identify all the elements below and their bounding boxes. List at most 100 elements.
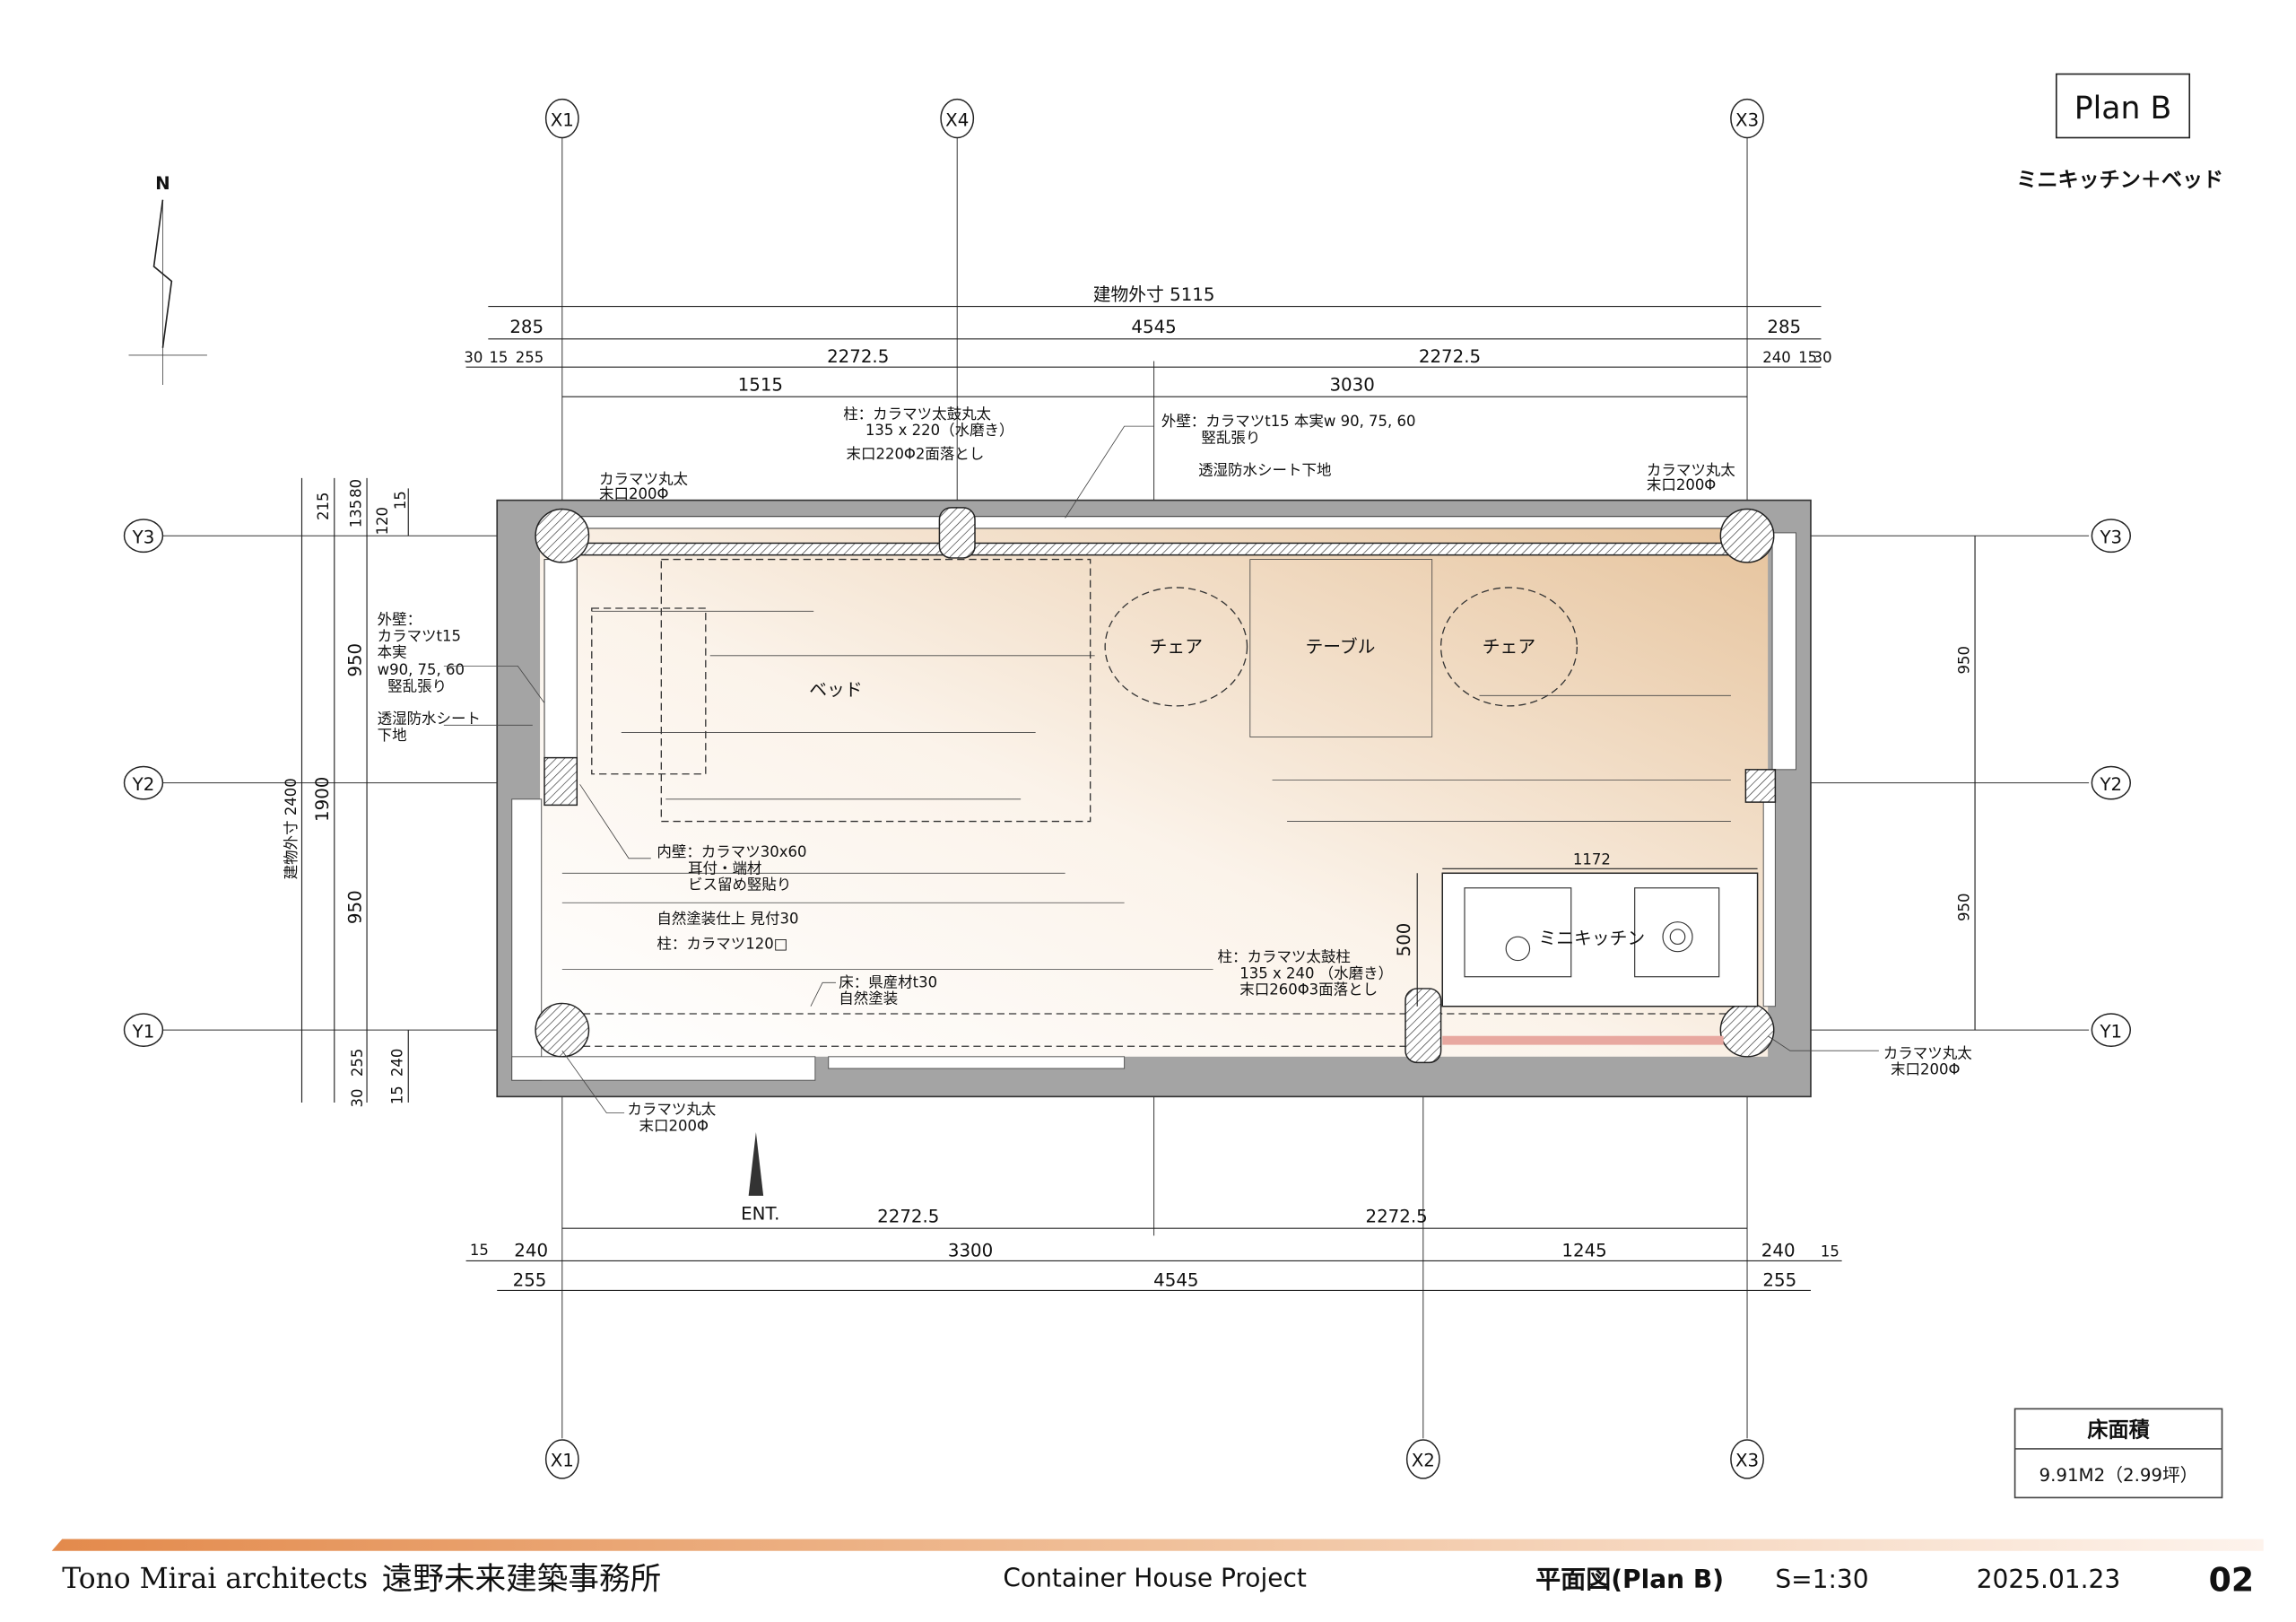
svg-text:遠野未来建築事務所: 遠野未来建築事務所 <box>382 1562 662 1598</box>
footer: Tono Mirai architects 遠野未来建築事務所 Containe… <box>62 1560 2254 1599</box>
svg-text:Y3: Y3 <box>132 527 155 547</box>
svg-text:3300: 3300 <box>948 1240 993 1260</box>
grid-bubble-x1-bottom: X1 <box>544 1439 579 1479</box>
svg-text:外壁：: 外壁： <box>378 611 422 628</box>
log-column-bl <box>535 1002 590 1058</box>
grid-bubble-x1-top: X1 <box>544 98 579 139</box>
grid-bubble-x3-bottom: X3 <box>1730 1439 1764 1479</box>
svg-text:外壁：カラマツt15 本実w 90, 75, 60: 外壁：カラマツt15 本実w 90, 75, 60 <box>1161 413 1416 430</box>
svg-text:15: 15 <box>389 1086 406 1104</box>
svg-text:ENT.: ENT. <box>741 1203 779 1224</box>
dimensions-kitchen: 1172 500 <box>1394 850 1758 1007</box>
svg-text:30: 30 <box>349 1089 366 1108</box>
note-inner-wall: 内壁：カラマツ30x60 耳付・端材 ビス留め竪貼り <box>579 784 806 893</box>
north-arrow-icon: N <box>128 173 207 385</box>
svg-text:Y1: Y1 <box>2099 1021 2122 1042</box>
svg-text:竪乱張り: 竪乱張り <box>387 677 447 694</box>
dimensions-bottom: 2272.5 2272.5 15 240 3300 1245 240 15 25… <box>465 1207 1842 1292</box>
chair-right: チェア <box>1439 587 1578 707</box>
svg-text:カラマツ丸太: カラマツ丸太 <box>1883 1044 1972 1061</box>
svg-text:ミニキッチン: ミニキッチン <box>1538 928 1645 948</box>
svg-text:X4: X4 <box>945 109 969 130</box>
svg-text:135: 135 <box>347 500 364 528</box>
svg-text:床面積: 床面積 <box>2087 1418 2150 1443</box>
svg-text:15: 15 <box>1798 349 1817 366</box>
svg-text:透湿防水シート: 透湿防水シート <box>378 711 481 728</box>
svg-text:15: 15 <box>470 1242 489 1259</box>
svg-text:30: 30 <box>464 349 483 366</box>
svg-text:255: 255 <box>1762 1269 1796 1290</box>
svg-text:1515: 1515 <box>738 375 783 396</box>
svg-text:カラマツ丸太: カラマツ丸太 <box>627 1101 716 1118</box>
svg-text:w90, 75, 60: w90, 75, 60 <box>378 661 465 678</box>
svg-text:285: 285 <box>509 317 544 337</box>
grid-bubble-y1-left: Y1 <box>123 1013 164 1048</box>
svg-text:2025.01.23: 2025.01.23 <box>1977 1565 2120 1594</box>
svg-text:末口260Φ3面落とし: 末口260Φ3面落とし <box>1239 981 1378 998</box>
svg-text:耳付・端材: 耳付・端材 <box>688 859 761 876</box>
svg-text:X3: X3 <box>1735 109 1759 130</box>
svg-text:本実: 本実 <box>378 643 407 660</box>
grid-bubble-x4-top: X4 <box>940 98 975 139</box>
grid-bubble-y3-left: Y3 <box>123 519 164 554</box>
svg-text:285: 285 <box>1767 317 1801 337</box>
table: テーブル <box>1249 559 1433 737</box>
plan-label: Plan B <box>2074 91 2171 126</box>
svg-text:床：県産材t30: 床：県産材t30 <box>839 973 937 990</box>
svg-text:テーブル: テーブル <box>1305 637 1375 658</box>
svg-text:カラマツt15: カラマツt15 <box>378 627 461 644</box>
svg-text:X3: X3 <box>1735 1451 1759 1471</box>
svg-text:X2: X2 <box>1412 1451 1435 1471</box>
svg-text:ベッド: ベッド <box>809 679 862 700</box>
plan-label-box: Plan B <box>2055 73 2191 139</box>
note-ext-wall-left: 外壁： カラマツt15 本実 w90, 75, 60 竪乱張り <box>378 611 545 703</box>
sink-icon <box>1464 887 1572 978</box>
svg-text:Y1: Y1 <box>132 1021 155 1042</box>
svg-text:X1: X1 <box>551 1451 574 1471</box>
svg-text:末口200Φ: 末口200Φ <box>599 485 668 502</box>
svg-text:15: 15 <box>1821 1243 1839 1260</box>
svg-text:950: 950 <box>344 890 365 924</box>
container-body <box>496 499 1812 1098</box>
svg-text:255: 255 <box>513 1269 547 1290</box>
svg-text:竪乱張り: 竪乱張り <box>1201 429 1260 446</box>
svg-text:240: 240 <box>1761 1240 1796 1260</box>
svg-text:柱：カラマツ太鼓丸太: 柱：カラマツ太鼓丸太 <box>843 406 991 423</box>
svg-text:建物外寸 5115: 建物外寸 5115 <box>1093 284 1215 305</box>
note-column-kitchen: 柱：カラマツ太鼓柱 135 x 240 （水磨き） 末口260Φ3面落とし <box>1218 948 1394 998</box>
dimensions-right: 950 950 <box>1955 536 1976 1031</box>
svg-text:末口200Φ: 末口200Φ <box>1891 1061 1960 1078</box>
drum-column-top <box>938 507 976 559</box>
stove-icon <box>1634 887 1720 978</box>
drum-column-kitchen <box>1405 988 1442 1064</box>
grid-bubble-y2-left: Y2 <box>123 765 164 800</box>
note-ext-wall-top: 外壁：カラマツt15 本実w 90, 75, 60 竪乱張り <box>1065 413 1416 519</box>
svg-text:Tono Mirai architects: Tono Mirai architects <box>62 1563 368 1595</box>
svg-text:ビス留め竪貼り: ビス留め竪貼り <box>688 876 791 893</box>
svg-text:X1: X1 <box>551 109 574 130</box>
svg-text:チェア: チェア <box>1483 637 1535 658</box>
mini-kitchen: ミニキッチン <box>1441 872 1759 1045</box>
svg-text:240: 240 <box>1762 349 1790 366</box>
entrance-arrow-icon: ENT. <box>741 1131 779 1224</box>
svg-text:950: 950 <box>344 643 365 677</box>
svg-text:S=1:30: S=1:30 <box>1775 1565 1868 1594</box>
svg-text:2272.5: 2272.5 <box>827 346 889 367</box>
svg-text:2272.5: 2272.5 <box>877 1207 939 1227</box>
svg-text:4545: 4545 <box>1131 317 1176 337</box>
svg-text:Y2: Y2 <box>2099 774 2122 795</box>
grid-bubble-y2-right: Y2 <box>2091 765 2131 800</box>
svg-text:215: 215 <box>315 492 332 519</box>
svg-text:950: 950 <box>1955 646 1972 674</box>
svg-text:1172: 1172 <box>1573 850 1611 868</box>
svg-text:末口200Φ: 末口200Φ <box>1647 476 1716 493</box>
note-sheet-top: 透湿防水シート下地 <box>1198 462 1331 479</box>
note-column-top: 柱：カラマツ太鼓丸太 135 x 220（水磨き） 末口220Φ2面落とし <box>843 406 1013 463</box>
svg-text:1245: 1245 <box>1561 1240 1606 1260</box>
svg-text:3030: 3030 <box>1329 375 1374 396</box>
note-floor: 床：県産材t30 自然塗装 <box>810 973 937 1007</box>
grid-bubble-x2-bottom: X2 <box>1405 1439 1440 1479</box>
svg-text:平面図(Plan B): 平面図(Plan B) <box>1535 1565 1724 1594</box>
